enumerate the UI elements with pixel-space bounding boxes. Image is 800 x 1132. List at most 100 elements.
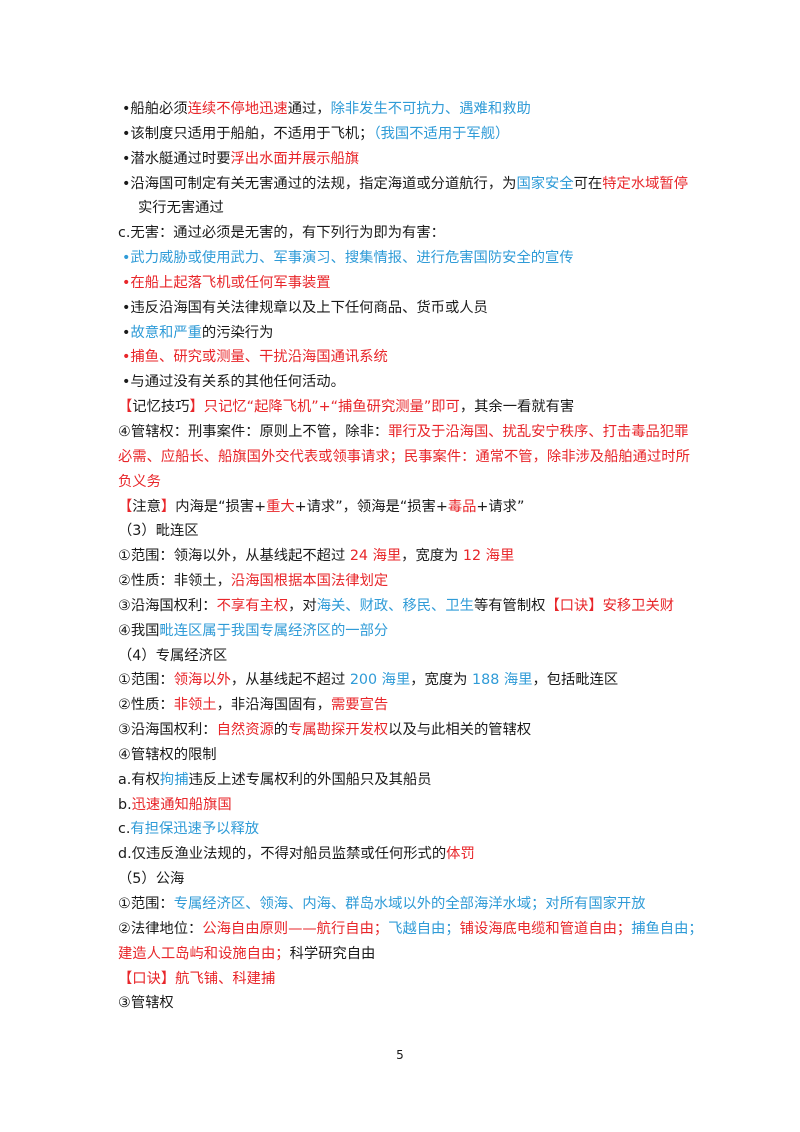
text-segment: +请求” — [476, 498, 525, 515]
text-segment: 专属经济区、领海、内海、群岛水域以外的全部海洋水域；对所有国家开放 — [173, 896, 646, 912]
text-segment: （我国不适用于军舰） — [373, 125, 510, 142]
text-line: ③管辖权 — [118, 991, 718, 1016]
text-segment: 捕鱼自由； — [631, 920, 703, 937]
text-segment: 实行无害通过 — [138, 200, 224, 217]
text-segment: •该制度只适用于船舶，不适用于飞机； — [122, 125, 374, 142]
text-segment: 可在 — [573, 175, 603, 192]
text-segment: 需要宣告 — [330, 697, 389, 714]
text-segment: c.无害：通过必须是无害的，有下列行为即为有害： — [118, 225, 445, 242]
text-segment: 188 海里 — [472, 672, 533, 689]
text-segment: ，对 — [288, 597, 317, 614]
text-segment: •武力威胁或使用武力、军事演习、搜集情报、进行危害国防安全的宣传 — [122, 250, 574, 267]
text-segment: ，从基线起不超过 — [230, 672, 350, 689]
text-segment: ④管辖权的限制 — [118, 746, 217, 763]
text-segment: （4）专属经济区 — [118, 647, 228, 664]
text-segment: b. — [118, 796, 132, 813]
text-segment: a.有权 — [118, 771, 160, 788]
text-segment: •沿海国可制定有关无害通过的法规，指定海道或分道航行，为 — [122, 175, 517, 192]
text-segment: ，其余一看就有害 — [459, 399, 575, 416]
text-line: ②法律地位：公海自由原则——航行自由；飞越自由；铺设海底电缆和管道自由；捕鱼自由… — [118, 917, 718, 942]
text-segment: •在船上起落飞机或任何军事装置 — [122, 274, 331, 291]
text-line: ④我国毗连区属于我国专属经济区的一部分 — [118, 619, 718, 644]
text-line: 【记忆技巧】只记忆“起降飞机”+“捕鱼研究测量”即可，其余一看就有害 — [118, 395, 718, 420]
text-segment: •与通过没有关系的其他任何活动。 — [122, 374, 345, 391]
text-segment: 毒品 — [447, 498, 477, 515]
text-line: ①范围：领海以外，从基线起不超过 24 海里，宽度为 12 海里 — [118, 544, 718, 569]
text-line: •捕鱼、研究或测量、干扰沿海国通讯系统 — [118, 345, 718, 370]
text-segment: 12 海里 — [462, 548, 515, 565]
text-segment: d.仅违反渔业法规的，不得对船员监禁或任何形式的 — [118, 846, 447, 863]
text-segment: 记忆技巧 — [132, 399, 190, 416]
text-segment: ，包括毗连区 — [532, 672, 619, 689]
text-segment: 有担保迅速予以释放 — [130, 821, 260, 838]
text-segment: 浮出水面并展示船旗 — [230, 150, 360, 167]
text-segment: 国家安全 — [516, 175, 574, 192]
text-line: ③沿海国权利：自然资源的专属勘探开发权以及与此相关的管辖权 — [118, 718, 718, 743]
text-segment: 必需、应船长、船旗国外交代表或领事请求；民事案件：通常不管，除非涉及船舶通过时所 — [118, 448, 690, 465]
text-segment: ②性质： — [118, 697, 174, 714]
text-segment: 沿海国根据本国法律划定 — [230, 573, 389, 590]
text-segment: •违反沿海国有关法律规章以及上下任何商品、货币或人员 — [122, 299, 488, 316]
text-segment: 200 海里 — [349, 672, 411, 689]
text-segment: 科学研究自由 — [289, 945, 376, 962]
text-line: 【注意】内海是“损害+重大+请求”，领海是“损害+毒品+请求” — [118, 495, 718, 520]
text-segment: 注意 — [132, 498, 161, 515]
text-segment: 违反上述专属权利的外国船只及其船员 — [188, 771, 432, 788]
text-segment: ①范围： — [118, 896, 174, 912]
text-segment: 自然资源 — [216, 722, 274, 739]
text-line: •船舶必须连续不停地迅速通过，除非发生不可抗力、遇难和救助 — [118, 97, 718, 122]
text-segment: 负义务 — [118, 473, 161, 490]
text-segment: ，非沿海国固有， — [216, 697, 331, 714]
text-segment: 重大 — [266, 498, 295, 515]
text-line: •故意和严重的污染行为 — [118, 321, 718, 346]
text-segment: ①范围：领海以外，从基线起不超过 — [118, 548, 350, 565]
text-line: ③沿海国权利：不享有主权，对海关、财政、移民、卫生等有管制权【口诀】安移卫关财 — [118, 594, 718, 619]
text-line: （4）专属经济区 — [118, 644, 718, 669]
text-segment: 故意和严重 — [130, 324, 202, 341]
text-segment: 非领土 — [173, 697, 217, 714]
text-segment: 的污染行为 — [201, 324, 274, 341]
text-segment: 领海以外 — [173, 672, 231, 689]
text-segment: 24 海里 — [349, 548, 402, 565]
text-segment: ④我国 — [118, 622, 160, 639]
text-segment: ，宽度为 — [401, 548, 463, 565]
page-number: 5 — [396, 1048, 404, 1062]
text-line: •与通过没有关系的其他任何活动。 — [118, 370, 718, 395]
text-line: （5）公海 — [118, 867, 718, 892]
text-line: c.有担保迅速予以释放 — [118, 817, 718, 842]
text-line: •武力威胁或使用武力、军事演习、搜集情报、进行危害国防安全的宣传 — [118, 246, 718, 271]
text-line: ④管辖权：刑事案件：原则上不管，除非：罪行及于沿海国、扰乱安宁秩序、打击毒品犯罪 — [118, 420, 718, 445]
text-segment: 【 — [118, 399, 133, 416]
text-line: 【口诀】航飞铺、科建捕 — [118, 967, 718, 992]
text-segment: ②性质：非领土， — [118, 573, 231, 590]
text-segment: 】只记忆“起降飞机”+“捕鱼研究测量”即可 — [189, 399, 460, 416]
text-segment: +请求”，领海是“损害+ — [294, 498, 448, 515]
text-line: •在船上起落飞机或任何军事装置 — [118, 271, 718, 296]
text-line: •沿海国可制定有关无害通过的法规，指定海道或分道航行，为国家安全可在特定水域暂停 — [118, 172, 718, 197]
text-segment: ②法律地位： — [118, 920, 203, 937]
text-line: 实行无害通过 — [118, 196, 718, 221]
text-segment: ③沿海国权利： — [118, 722, 217, 739]
text-line: •潜水艇通过时要浮出水面并展示船旗 — [118, 147, 718, 172]
text-segment: ①范围： — [118, 672, 174, 689]
text-segment: 除非发生不可抗力、遇难和救助 — [330, 101, 531, 117]
text-segment: ，宽度为 — [410, 672, 472, 689]
text-segment: 以及与此相关的管辖权 — [388, 722, 532, 739]
text-line: ④管辖权的限制 — [118, 743, 718, 768]
text-segment: 飞越自由； — [388, 920, 460, 937]
text-segment: 特定水域暂停 — [602, 175, 689, 192]
text-line: ①范围：专属经济区、领海、内海、群岛水域以外的全部海洋水域；对所有国家开放 — [118, 892, 718, 917]
text-segment: 内海是“损害+ — [175, 498, 267, 515]
text-segment: （5）公海 — [118, 871, 185, 888]
text-line: d.仅违反渔业法规的，不得对船员监禁或任何形式的体罚 — [118, 842, 718, 867]
text-segment: •船舶必须 — [122, 101, 188, 117]
text-line: c.无害：通过必须是无害的，有下列行为即为有害： — [118, 221, 718, 246]
text-line: ②性质：非领土，沿海国根据本国法律划定 — [118, 569, 718, 594]
text-segment: 【 — [118, 498, 133, 515]
text-segment: 通过， — [287, 101, 331, 117]
text-line: ①范围：领海以外，从基线起不超过 200 海里，宽度为 188 海里，包括毗连区 — [118, 668, 718, 693]
text-segment: 迅速通知船旗国 — [131, 796, 232, 813]
text-segment: ③管辖权 — [118, 995, 174, 1012]
text-segment: ④管辖权：刑事案件：原则上不管，除非： — [118, 423, 389, 440]
